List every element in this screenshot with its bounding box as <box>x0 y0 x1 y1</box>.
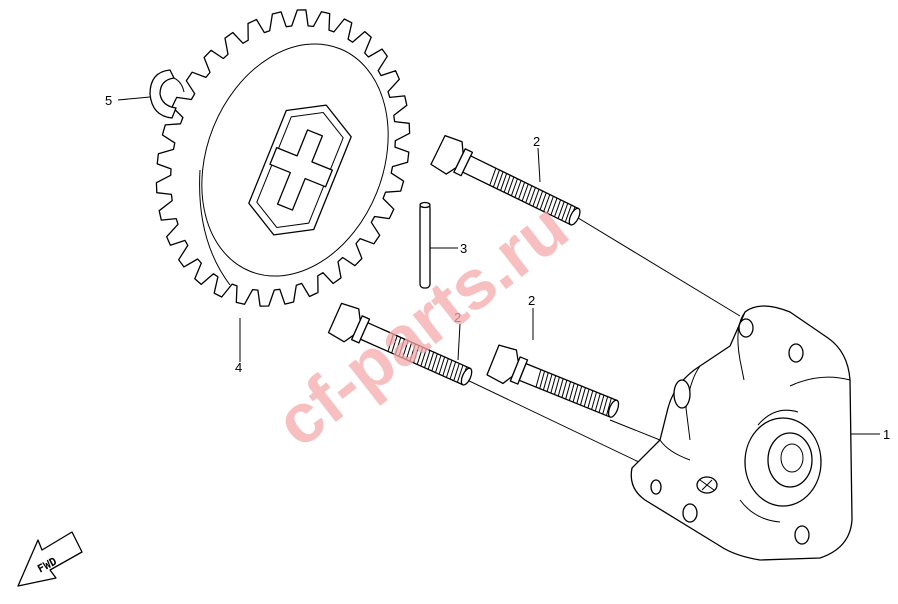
bolt-lower <box>486 344 620 418</box>
sprocket-hub <box>248 104 352 236</box>
callout-pump-body: 1 <box>883 427 890 442</box>
callout-dowel-pin: 3 <box>460 241 467 256</box>
sprocket-gear <box>155 9 411 307</box>
callout-sprocket: 4 <box>235 360 242 375</box>
circlip <box>149 69 185 119</box>
oil-pump-body <box>630 305 853 561</box>
callout-bolt-middle: 2 <box>454 310 461 325</box>
callout-bolt-lower: 2 <box>528 293 535 308</box>
leader-lines <box>117 96 880 435</box>
bolt-middle <box>327 302 473 386</box>
callout-circlip: 5 <box>105 93 112 108</box>
dowel-pin <box>419 201 431 289</box>
bolt-upper <box>430 134 581 226</box>
callout-bolt-upper: 2 <box>533 134 540 149</box>
forward-direction-arrow: FWD <box>17 531 83 587</box>
